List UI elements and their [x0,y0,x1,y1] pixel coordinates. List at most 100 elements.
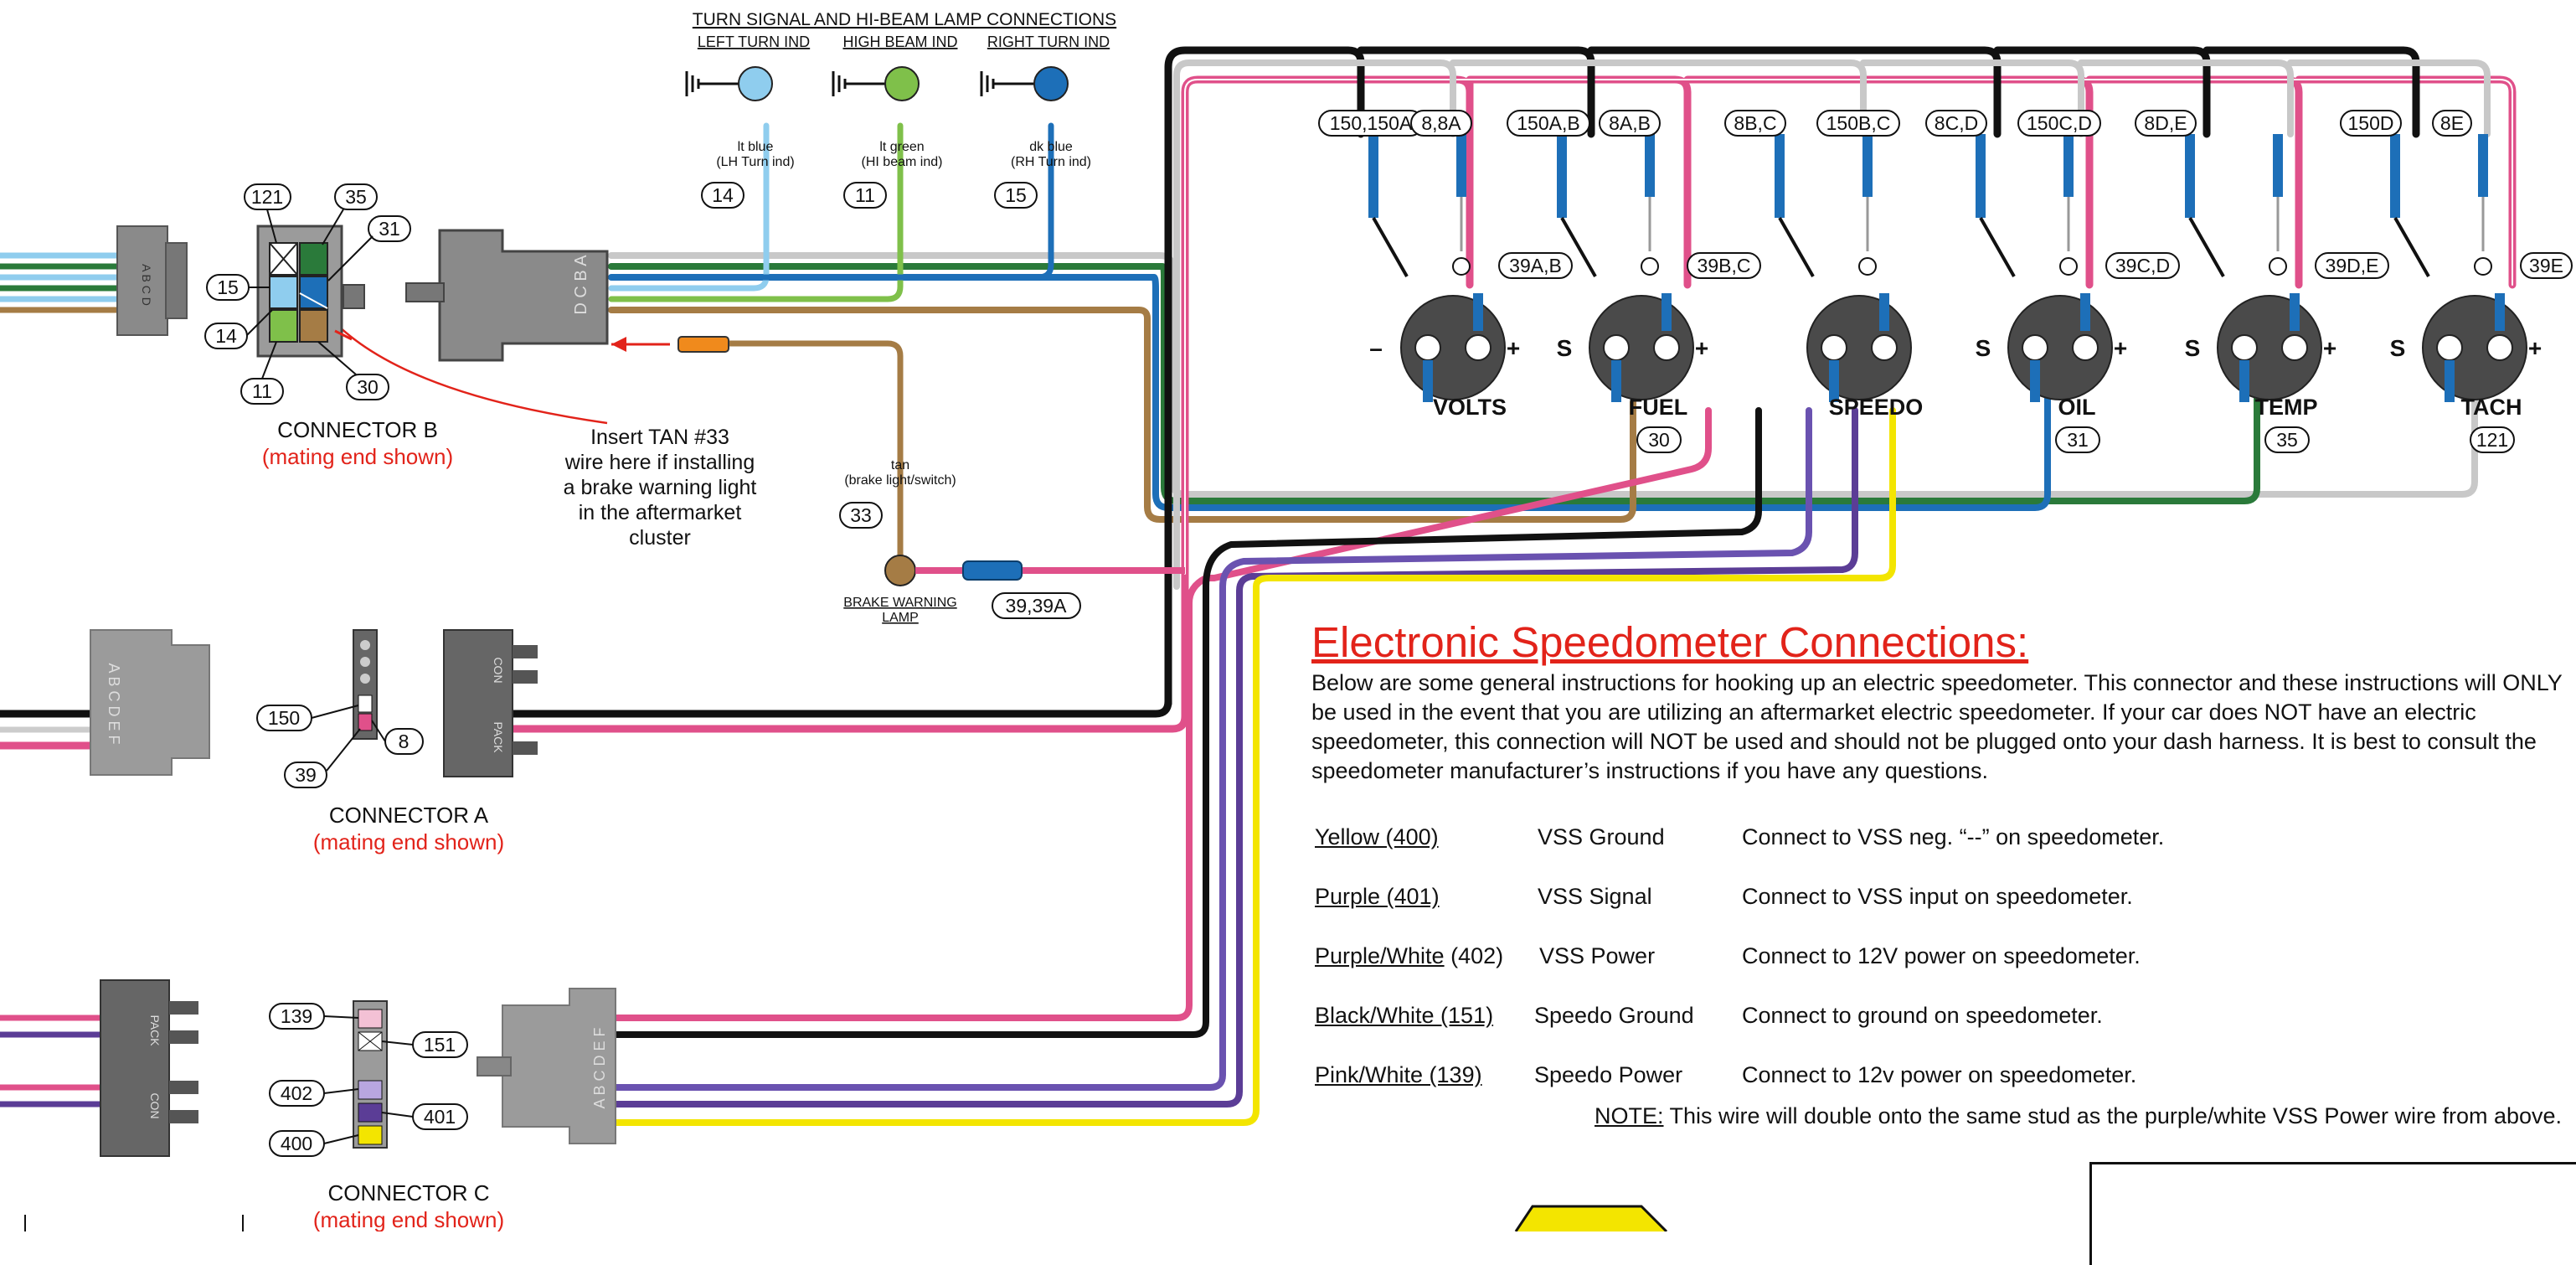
wire-function: VSS Signal [1538,884,1652,909]
title-block-frame [2089,1162,2576,1265]
stud-right-icon [2281,334,2308,361]
feed-callout [2520,252,2573,279]
connector-c-left-housing [100,979,170,1157]
connector-c-sub: (mating end shown) [313,1207,504,1231]
speedo-row: Black/White (151) Speedo Ground Connect … [1311,983,2568,1042]
wire-pink-c [608,407,1712,1021]
insert-arrowhead-icon [611,337,626,352]
gauge-num-callout [1636,426,1682,453]
gauge-name: OIL [2058,395,2096,420]
brake-lamp-label-2: LAMP [882,611,919,625]
pin-callout-39: 39 [284,728,361,788]
pin-cavity-31 [299,276,328,309]
right-wire-color: dk blue [1029,140,1073,154]
ground-lead [1560,217,1597,277]
right-turn-lamp-icon [1033,66,1069,101]
brake-lamp-label-1: BRAKE WARNING [843,596,956,610]
stud-left-icon [2022,334,2048,361]
wire-ltgreen-main [608,122,904,302]
wire-dkblue-rh [608,122,1054,281]
gauge-plus-sign: + [2323,335,2336,361]
feed-callout [2315,252,2389,279]
pin-cavity-35 [299,242,328,276]
circuit-callout [1410,110,1472,137]
wire-tan-brake [708,340,904,565]
speedo-table: Yellow (400) VSS Ground Connect to VSS n… [1311,804,2568,1169]
wire-name: Purple/White [1315,943,1445,968]
connector-a-sub: (mating end shown) [313,829,504,855]
stud-right-icon [2486,334,2513,361]
brake-wire-desc: (brake light/switch) [844,473,956,488]
pin-callout-121: 121 [244,183,291,244]
wire-black-ground [1164,46,2420,708]
wire-function: VSS Ground [1538,824,1665,849]
wire-c-left [0,1015,112,1108]
gauge-plus-sign: + [1695,335,1708,361]
high-num-callout: 11 [843,182,887,209]
wire-extra: (402) [1444,943,1504,968]
connector-c-con: CON [148,1092,162,1118]
pin-callout-402: 402 [269,1080,359,1107]
feed-label: 39C,D [2115,255,2170,276]
svg-text:39: 39 [295,764,317,786]
wire-purple-white-c [608,407,1812,1091]
feed-label: 39E [2529,255,2563,276]
circuit-callout [2432,110,2472,137]
stud-right-icon [1465,334,1492,361]
brake-lamp-icon [884,555,916,586]
connector-c-name: CONNECTOR C [327,1180,489,1206]
pin-cavity-11 [269,309,298,343]
circuit-label: 150B,C [1826,112,1891,134]
circuit-callout [1816,110,1900,137]
connector-b-sub: (mating end shown) [262,444,453,469]
wire-description: Connect to 12V power on speedometer. [1742,943,2141,968]
speedo-row: Purple/White (402) VSS Power Connect to … [1311,923,2568,983]
gauge-num: 35 [2276,429,2298,451]
high-beam-label: HIGH BEAM IND [842,34,957,50]
high-wire-desc: (HI beam ind) [862,155,943,169]
svg-text:39,39A: 39,39A [1006,595,1068,617]
pin-callout-15: 15 [206,274,270,301]
svg-text:11: 11 [855,184,875,206]
svg-text:33: 33 [850,504,872,526]
speedo-note: NOTE: This wire will double onto the sam… [1595,1102,2566,1130]
gauge-num: 31 [2067,429,2089,451]
gauge-left-sign: S [1557,335,1573,361]
speedo-note-row: NOTE: This wire will double onto the sam… [1311,1102,2568,1169]
insert-note-3: a brake warning light [564,476,757,499]
wire-description: Connect to 12v power on speedometer. [1742,1062,2137,1087]
lamp-section: TURN SIGNAL AND HI-BEAM LAMP CONNECTIONS… [685,10,1116,209]
lamp-header-title: TURN SIGNAL AND HI-BEAM LAMP CONNECTIONS [693,10,1116,29]
insert-note-2: wire here if installing [564,451,755,474]
insert-note-4: in the aftermarket [579,501,742,524]
pin-callout-30: 30 [317,341,389,400]
wire-function: Speedo Ground [1534,1003,1694,1028]
feed-label: 39A,B [1509,255,1562,276]
speedo-row: Purple (401) VSS Signal Connect to VSS i… [1311,864,2568,923]
svg-text:400: 400 [281,1133,312,1154]
gauge-left-sign: – [1369,335,1383,361]
svg-text:35: 35 [345,186,367,208]
left-wire-color: lt blue [738,140,774,154]
speedo-row: Pink/White (139) Speedo Power Connect to… [1311,1042,2568,1102]
circuit-label: 150D [2348,112,2394,134]
wiring-diagram: TURN SIGNAL AND HI-BEAM LAMP CONNECTIONS… [0,10,2573,1231]
gauge-name: TACH [2461,395,2522,420]
wire-description: Connect to VSS neg. “--” on speedometer. [1742,824,2165,849]
pin-cavity-15 [269,276,298,309]
gauge-num-callout [2264,426,2310,453]
left-turn-lamp-icon [738,66,773,101]
stud-left-icon [1821,334,1847,361]
circuit-callout [2017,110,2101,137]
pin-callout-14: 14 [204,309,273,349]
gauge-num-callout [2055,426,2100,453]
circuit-callout [1925,110,1987,137]
feed-callout [2105,252,2180,279]
wire-description: Connect to VSS input on speedometer. [1742,884,2133,909]
right-wire-desc: (RH Turn ind) [1011,155,1091,169]
wire-name: Black/White (151) [1315,1003,1494,1028]
ground-lead [2188,217,2225,277]
